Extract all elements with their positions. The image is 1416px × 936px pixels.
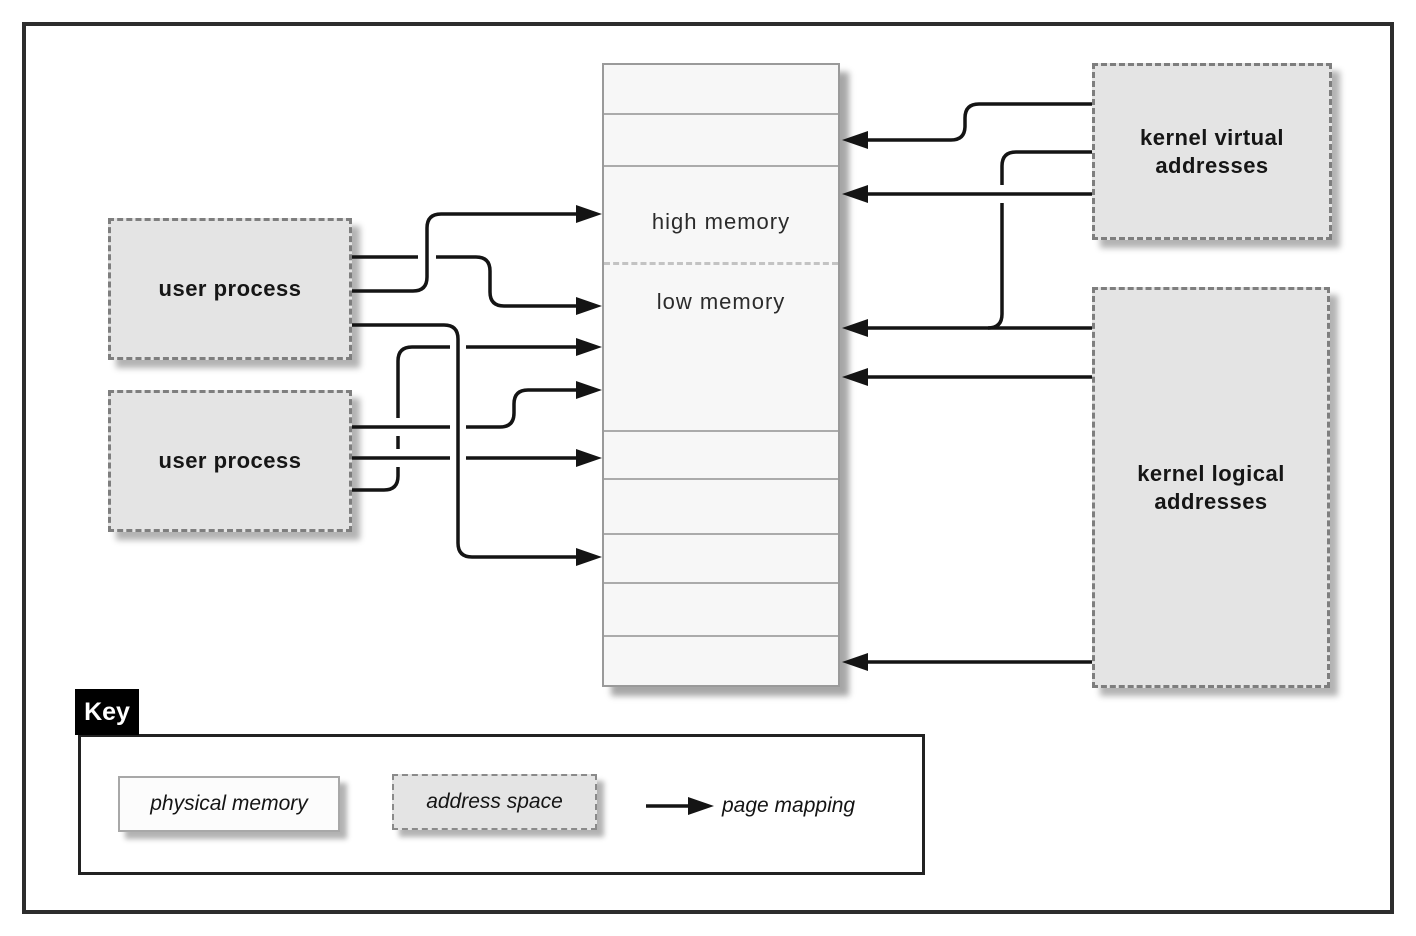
high-memory-label: high memory bbox=[651, 209, 791, 234]
key-address-space-sample: address space bbox=[392, 774, 597, 830]
memory-divider-1 bbox=[604, 113, 838, 115]
memory-divider-5 bbox=[604, 533, 838, 535]
memory-divider-4 bbox=[604, 478, 838, 480]
user-process-1-label: user process bbox=[158, 276, 302, 301]
kernel-logical-label-line1: kernel logical bbox=[1137, 460, 1285, 486]
key-tab: Key bbox=[75, 689, 139, 735]
key-address-space-label: address space bbox=[426, 790, 563, 813]
key-physical-memory-label: physical memory bbox=[150, 792, 308, 815]
figure-border bbox=[22, 22, 1394, 914]
user-process-2-label: user process bbox=[158, 448, 302, 473]
user-process-1-box: user process bbox=[108, 218, 352, 360]
memory-divider-6 bbox=[604, 582, 838, 584]
high-low-memory-divider bbox=[604, 262, 838, 265]
kernel-virtual-addresses-box: kernel virtual addresses bbox=[1092, 63, 1332, 240]
memory-divider-7 bbox=[604, 635, 838, 637]
key-physical-memory-sample: physical memory bbox=[118, 776, 340, 832]
kernel-virtual-label-line1: kernel virtual bbox=[1140, 124, 1284, 150]
key-title: Key bbox=[84, 697, 130, 726]
memory-divider-2 bbox=[604, 165, 838, 167]
kernel-virtual-label-line2: addresses bbox=[1155, 152, 1269, 178]
user-process-2-box: user process bbox=[108, 390, 352, 532]
physical-memory-column: high memory low memory bbox=[602, 63, 840, 687]
memory-divider-3 bbox=[604, 430, 838, 432]
kernel-logical-label-line2: addresses bbox=[1154, 488, 1268, 514]
kernel-logical-addresses-box: kernel logical addresses bbox=[1092, 287, 1330, 688]
key-page-mapping-label: page mapping bbox=[722, 794, 856, 817]
low-memory-label: low memory bbox=[656, 289, 786, 314]
